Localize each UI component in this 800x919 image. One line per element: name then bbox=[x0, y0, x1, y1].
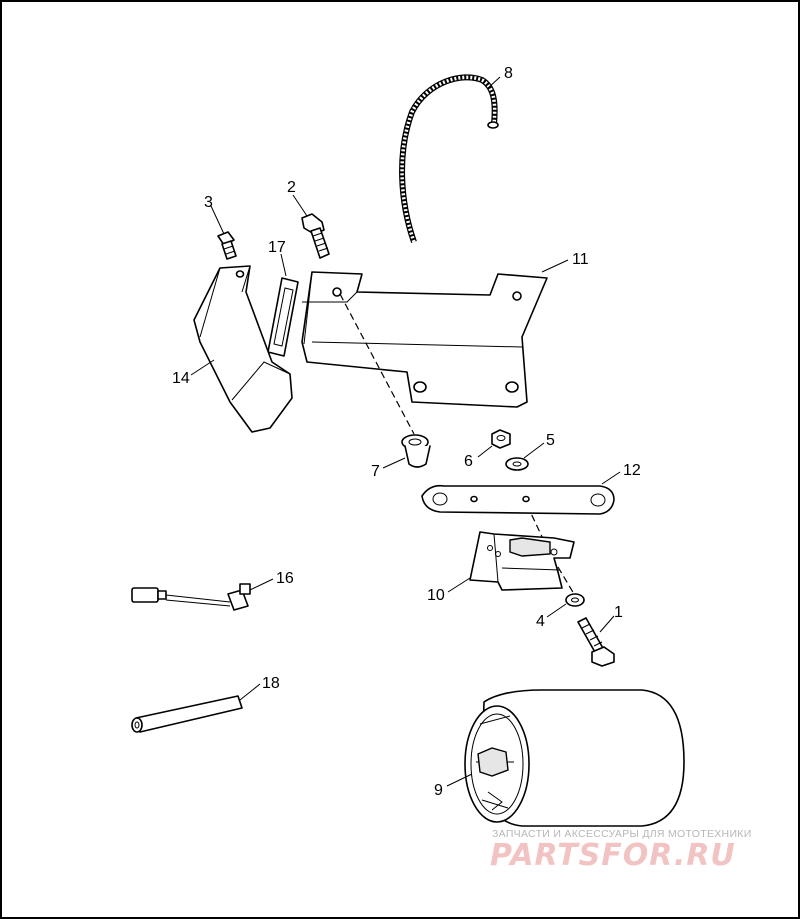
callout-1: 1 bbox=[614, 604, 623, 621]
part-14-cover bbox=[193, 265, 293, 433]
callout-6: 6 bbox=[464, 453, 473, 470]
watermark-tagline: ЗАПЧАСТИ И АКСЕССУАРЫ ДЛЯ МОТОТЕХНИКИ bbox=[492, 828, 752, 840]
callout-4: 4 bbox=[536, 613, 545, 630]
part-5-washer bbox=[505, 457, 529, 471]
callout-5: 5 bbox=[546, 432, 555, 449]
callout-18: 18 bbox=[262, 675, 280, 692]
callout-9: 9 bbox=[434, 782, 443, 799]
part-10-switch-base bbox=[469, 531, 575, 591]
alignment-line-base-to-washer bbox=[557, 566, 575, 595]
alignment-line-bracket-to-grommet bbox=[339, 293, 415, 435]
part-4-washer bbox=[565, 593, 585, 607]
part-6-nut bbox=[491, 429, 511, 449]
leader-lines bbox=[190, 76, 621, 787]
part-1-bolt bbox=[577, 617, 615, 667]
callout-2: 2 bbox=[287, 179, 296, 196]
part-18-tube bbox=[131, 695, 243, 733]
part-11-bracket bbox=[301, 271, 548, 408]
part-7-grommet bbox=[401, 434, 431, 468]
part-17-gasket bbox=[267, 277, 299, 357]
part-8-wire-harness bbox=[399, 74, 499, 243]
callout-7: 7 bbox=[371, 463, 380, 480]
part-2-bolt bbox=[301, 213, 330, 259]
callout-12: 12 bbox=[623, 462, 641, 479]
part-16-sensor-lead bbox=[131, 583, 251, 611]
watermark-logo: PARTSFOR.RU bbox=[490, 838, 736, 873]
part-12-plate bbox=[421, 484, 615, 515]
callout-10: 10 bbox=[427, 587, 445, 604]
callout-17: 17 bbox=[268, 239, 286, 256]
callout-11: 11 bbox=[572, 251, 589, 268]
part-9-canister bbox=[464, 689, 685, 827]
callout-16: 16 bbox=[276, 570, 294, 587]
callout-3: 3 bbox=[204, 194, 213, 211]
callout-14: 14 bbox=[172, 370, 190, 387]
callout-8: 8 bbox=[504, 65, 513, 82]
part-3-screw bbox=[217, 231, 237, 260]
